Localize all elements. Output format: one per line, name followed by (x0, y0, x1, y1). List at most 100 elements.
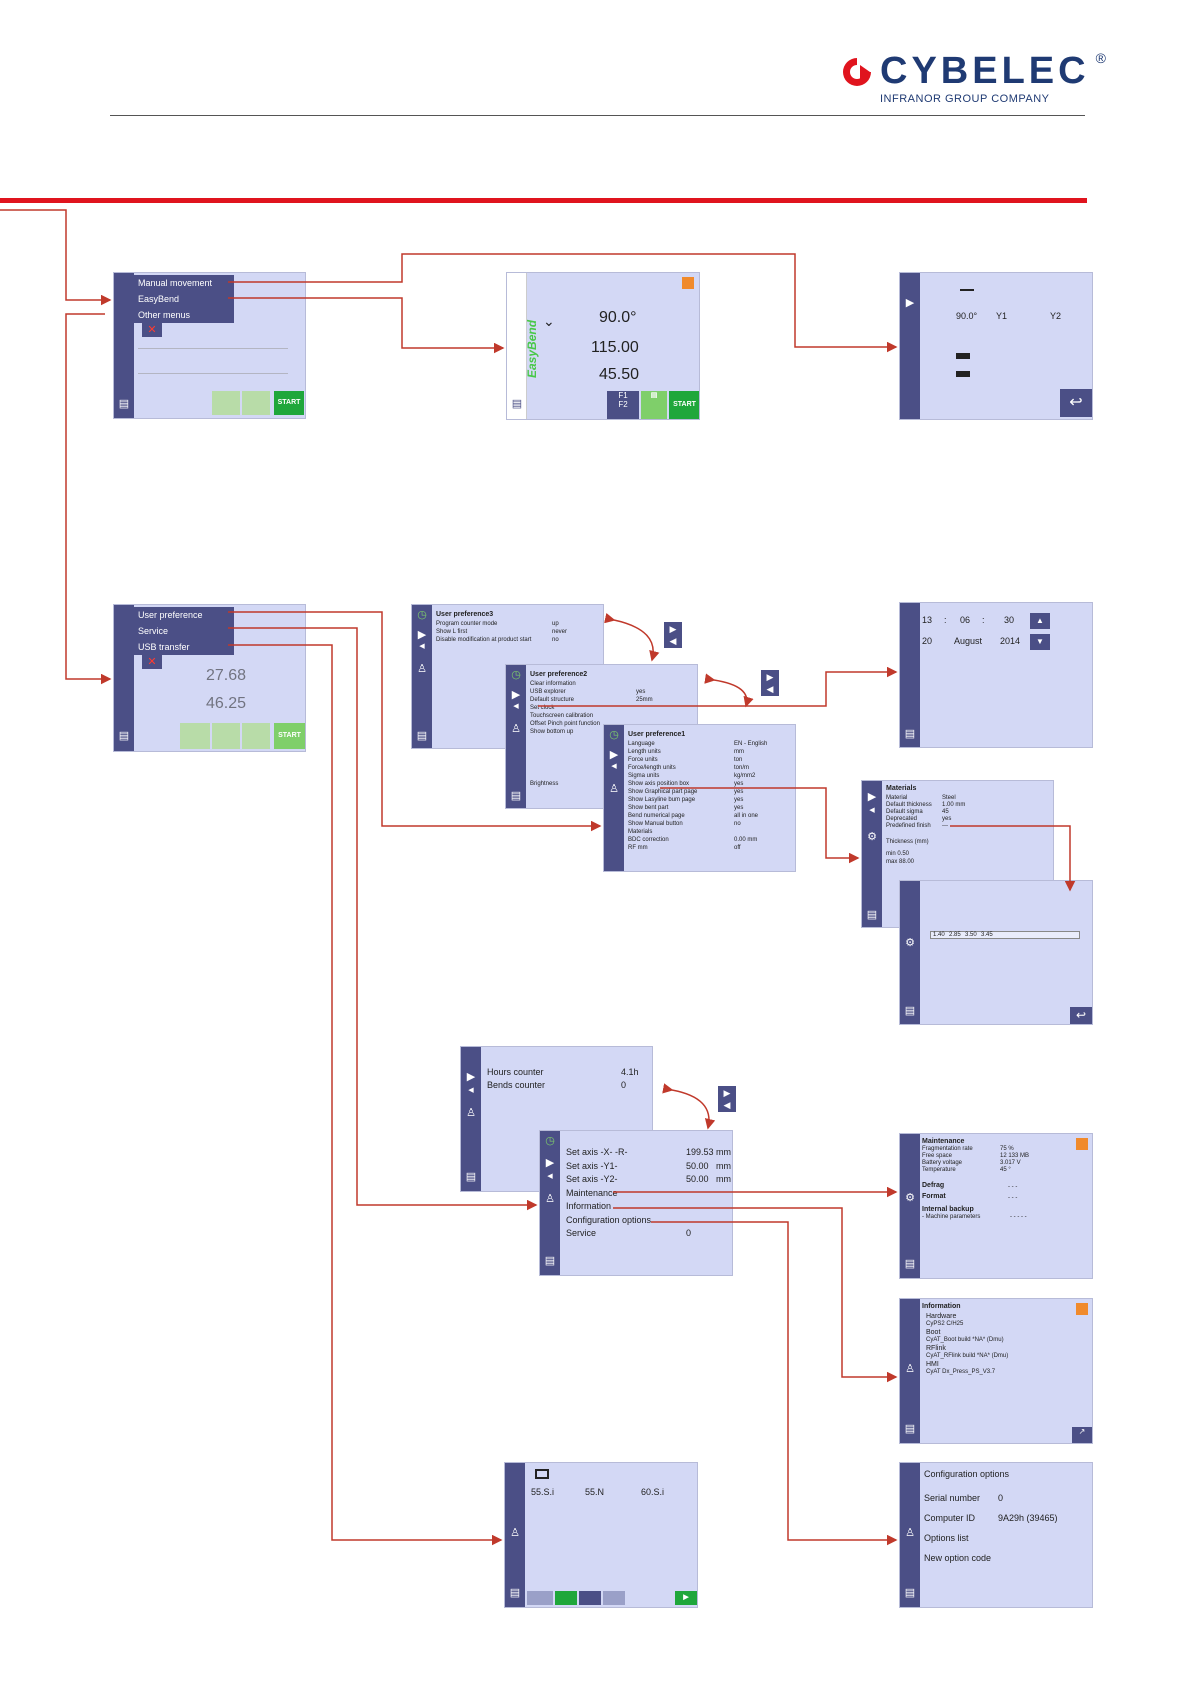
back-small-icon[interactable]: ◀ (611, 763, 617, 770)
back-small-icon[interactable]: ◀ (869, 807, 875, 814)
usb-transfer-button[interactable]: ▶ (675, 1591, 697, 1605)
material-value[interactable]: Steel (942, 795, 956, 801)
service-label[interactable]: Information (566, 1201, 612, 1211)
menu-item-user-preference[interactable]: User preference (132, 607, 234, 623)
clock-icon[interactable]: ◷ (609, 729, 619, 741)
operator-icon[interactable]: ♙ (905, 1363, 915, 1375)
materials-icon[interactable]: ⚙ (867, 831, 877, 843)
menu-item-service[interactable]: Service (132, 623, 234, 639)
page-button[interactable] (242, 723, 270, 749)
clock-minute[interactable]: 06 (960, 615, 971, 625)
usb-tool-button[interactable] (555, 1591, 577, 1605)
info-action-button[interactable]: ↗ (1072, 1427, 1092, 1443)
play-icon[interactable]: ▶ (545, 1157, 555, 1169)
usb-column[interactable]: 55.N (585, 1487, 605, 1497)
play-icon[interactable]: ▶ (466, 1071, 476, 1083)
service-value[interactable]: 199.53 (686, 1147, 714, 1157)
start-button[interactable]: START (274, 723, 305, 749)
back-small-icon[interactable]: ◀ (468, 1087, 474, 1094)
back-small-icon[interactable]: ◀ (419, 643, 425, 650)
material-value[interactable]: yes (942, 816, 952, 822)
material-value[interactable]: --- (942, 823, 948, 829)
page-nav-button[interactable]: ▶◀ (761, 670, 779, 696)
maintenance-value[interactable]: 45 ° (1000, 1167, 1011, 1173)
pref-value[interactable]: yes (734, 797, 744, 803)
book-icon[interactable] (682, 277, 694, 289)
back-small-icon[interactable]: ◀ (547, 1173, 553, 1180)
pref-value[interactable]: ton (734, 757, 743, 763)
book-icon[interactable] (1076, 1138, 1088, 1150)
pref-value[interactable]: all in one (734, 813, 759, 819)
operator-icon[interactable]: ♙ (905, 1527, 915, 1539)
back-small-icon[interactable]: ◀ (513, 703, 519, 710)
menu-item-other-menus[interactable]: Other menus (132, 307, 234, 323)
clock-month[interactable]: August (954, 636, 983, 646)
service-label[interactable]: Set axis -Y1- (566, 1160, 618, 1171)
clock-hour[interactable]: 13 (922, 615, 933, 625)
up-arrow-button[interactable]: ▲ (1030, 613, 1050, 629)
materials-icon[interactable]: ⚙ (905, 1192, 915, 1204)
operator-icon[interactable]: ♙ (511, 723, 521, 735)
menu-item-manual-movement[interactable]: Manual movement (132, 275, 234, 291)
config-value[interactable]: 9A29h (39465) (998, 1513, 1058, 1523)
pref-value[interactable]: ton/m (734, 765, 750, 771)
menu-item-usb-transfer[interactable]: USB transfer (132, 639, 234, 655)
pref-value[interactable]: off (734, 845, 741, 851)
clock-icon[interactable]: ◷ (417, 609, 427, 621)
play-icon[interactable]: ▶ (905, 297, 915, 309)
clock-year[interactable]: 2014 (1000, 636, 1021, 646)
materials-table[interactable]: 1.40 2.85 3.50 3.45 (930, 931, 1080, 939)
pref-value[interactable]: mm (734, 749, 744, 755)
pref-value[interactable]: 0.00 mm (734, 837, 758, 843)
operator-icon[interactable]: ♙ (466, 1107, 476, 1119)
graph-button[interactable] (180, 723, 210, 749)
pref-value[interactable]: never (552, 629, 568, 635)
maintenance-value[interactable]: 75 % (1000, 1146, 1014, 1152)
pref-value[interactable]: no (552, 637, 559, 643)
f1-f2-button[interactable] (212, 723, 240, 749)
pref-value[interactable]: yes (734, 781, 744, 787)
clock-icon[interactable]: ◷ (545, 1135, 555, 1147)
maintenance-value[interactable]: 12 133 MB (1000, 1153, 1030, 1159)
service-value[interactable]: 50.00 (686, 1160, 709, 1171)
page-nav-button[interactable]: ▶◀ (664, 622, 682, 648)
service-value[interactable]: mm (716, 1160, 731, 1171)
operator-icon[interactable]: ♙ (545, 1193, 555, 1205)
service-label[interactable]: Set axis -Y2- (566, 1174, 618, 1184)
operator-icon[interactable]: ♙ (510, 1527, 520, 1539)
service-label[interactable]: Maintenance (566, 1187, 618, 1198)
service-label[interactable]: Service (566, 1228, 597, 1238)
length-value[interactable]: 115.00 (591, 339, 639, 356)
service-label[interactable]: Set axis -X- -R- (566, 1147, 628, 1157)
pref-value[interactable]: yes (734, 789, 744, 795)
down-arrow-button[interactable]: ▼ (1030, 634, 1050, 650)
pref-value[interactable]: up (552, 621, 559, 627)
pref-value[interactable]: yes (636, 689, 646, 695)
format-button[interactable]: Format (922, 1193, 946, 1200)
config-label[interactable]: Computer ID (924, 1513, 976, 1523)
back-button[interactable]: ↩ (1060, 389, 1092, 417)
config-label[interactable]: New option code (924, 1553, 992, 1563)
config-label[interactable]: Options list (924, 1533, 969, 1543)
page-button[interactable]: ▤ (641, 391, 667, 419)
backgauge-value[interactable]: 45.50 (599, 366, 640, 383)
service-value[interactable]: mm (716, 1147, 731, 1157)
close-icon[interactable]: ✕ (142, 323, 162, 337)
pref-value[interactable]: kg/mm2 (734, 773, 756, 779)
service-value[interactable]: 50.00 (686, 1174, 709, 1184)
usb-tool-button[interactable] (579, 1591, 601, 1605)
usb-tool-button[interactable] (527, 1591, 553, 1605)
clock-second[interactable]: 30 (1004, 615, 1015, 625)
material-value[interactable]: 45 (942, 809, 949, 815)
pref-value[interactable]: EN - English (734, 741, 768, 747)
materials-icon[interactable]: ⚙ (905, 937, 915, 949)
operator-icon[interactable]: ♙ (417, 663, 427, 675)
service-value[interactable]: 0 (686, 1228, 692, 1238)
service-label[interactable]: Configuration options (566, 1214, 652, 1225)
angle-value[interactable]: 90.0° (599, 309, 637, 326)
operator-icon[interactable]: ♙ (609, 783, 619, 795)
clock-day[interactable]: 20 (922, 636, 933, 646)
book-icon[interactable] (1076, 1303, 1088, 1315)
start-button[interactable]: START (669, 391, 699, 419)
